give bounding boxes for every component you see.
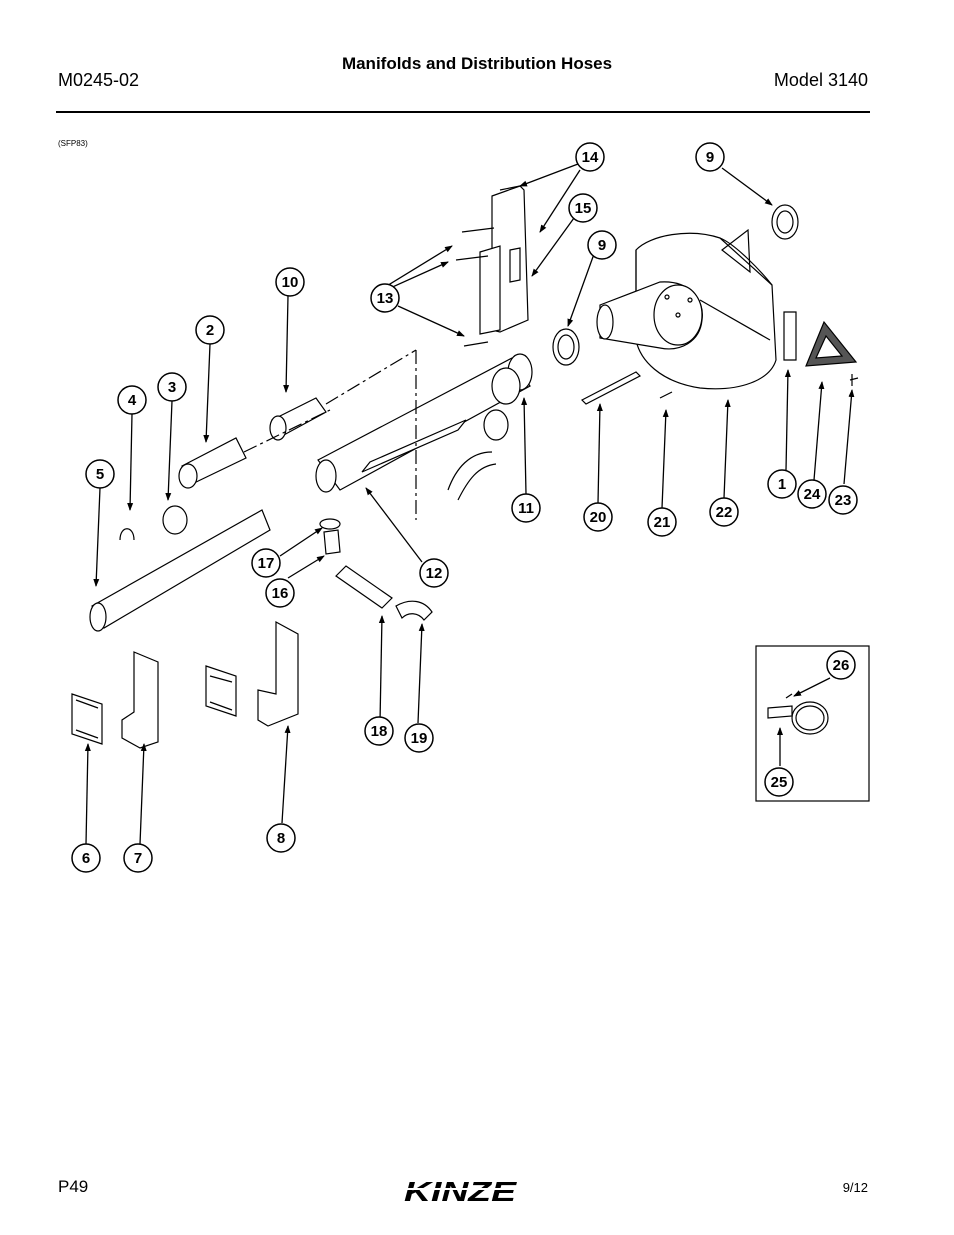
callout-22: 22: [709, 497, 739, 527]
svg-text:14: 14: [582, 149, 599, 166]
callout-14: 14: [575, 142, 605, 172]
header-rule: [56, 111, 870, 113]
svg-text:12: 12: [426, 565, 443, 582]
figure-code: (SFP83): [58, 139, 88, 148]
callout-17: 17: [251, 548, 281, 578]
svg-text:15: 15: [575, 200, 592, 217]
svg-text:17: 17: [258, 555, 275, 572]
callout-8: 8: [266, 823, 296, 853]
callout-26: 26: [826, 650, 856, 680]
svg-text:10: 10: [282, 274, 299, 291]
kinze-logo: KINZE: [404, 1176, 520, 1207]
svg-text:7: 7: [134, 850, 142, 867]
callout-9-upper: 9: [695, 142, 725, 172]
callout-15: 15: [568, 193, 598, 223]
svg-text:9: 9: [598, 237, 606, 254]
svg-text:11: 11: [518, 500, 534, 517]
callout-11: 11: [511, 493, 541, 523]
callout-20: 20: [583, 502, 613, 532]
callout-19: 19: [404, 723, 434, 753]
svg-text:24: 24: [804, 486, 821, 503]
callout-25: 25: [764, 767, 794, 797]
callout-6: 6: [71, 843, 101, 873]
svg-text:19: 19: [411, 730, 428, 747]
callout-21: 21: [647, 507, 677, 537]
svg-text:9: 9: [706, 149, 714, 166]
svg-text:4: 4: [128, 392, 137, 409]
callout-9-lower: 9: [587, 230, 617, 260]
svg-text:8: 8: [277, 830, 285, 847]
revision-date: 9/12: [842, 1180, 868, 1195]
callout-12: 12: [419, 558, 449, 588]
model-name: Model 3140: [773, 70, 868, 90]
callout-7: 7: [123, 843, 153, 873]
callout-24: 24: [797, 479, 827, 509]
callout-10: 10: [275, 267, 305, 297]
svg-text:6: 6: [82, 850, 90, 867]
callout-3: 3: [157, 372, 187, 402]
svg-text:23: 23: [835, 492, 852, 509]
callout-5: 5: [85, 459, 115, 489]
svg-text:13: 13: [377, 290, 394, 307]
document-number: M0245-02: [58, 70, 140, 90]
svg-text:25: 25: [771, 774, 788, 791]
svg-text:22: 22: [716, 504, 733, 521]
page-number: P49: [58, 1177, 89, 1196]
svg-text:26: 26: [833, 657, 850, 674]
callout-2: 2: [195, 315, 225, 345]
callout-13: 13: [370, 283, 400, 313]
leader-arrows: [84, 163, 855, 845]
svg-text:20: 20: [590, 509, 607, 526]
svg-text:18: 18: [371, 723, 388, 740]
svg-text:5: 5: [96, 466, 104, 483]
callout-18: 18: [364, 716, 394, 746]
callout-16: 16: [265, 578, 295, 608]
svg-text:1: 1: [778, 476, 786, 493]
callout-23: 23: [828, 485, 858, 515]
callout-1: 1: [767, 469, 797, 499]
svg-text:2: 2: [206, 322, 214, 339]
page-title: Manifolds and Distribution Hoses: [341, 54, 613, 73]
svg-text:KINZE: KINZE: [404, 1176, 518, 1207]
svg-text:3: 3: [168, 379, 176, 396]
callout-4: 4: [117, 385, 147, 415]
svg-text:16: 16: [272, 585, 289, 602]
callouts: 14 9 15 9 10 13 2 3 4 11 20 21 22 1 24 2…: [71, 142, 858, 873]
svg-text:21: 21: [654, 514, 671, 531]
part-drawing: [71, 185, 859, 749]
